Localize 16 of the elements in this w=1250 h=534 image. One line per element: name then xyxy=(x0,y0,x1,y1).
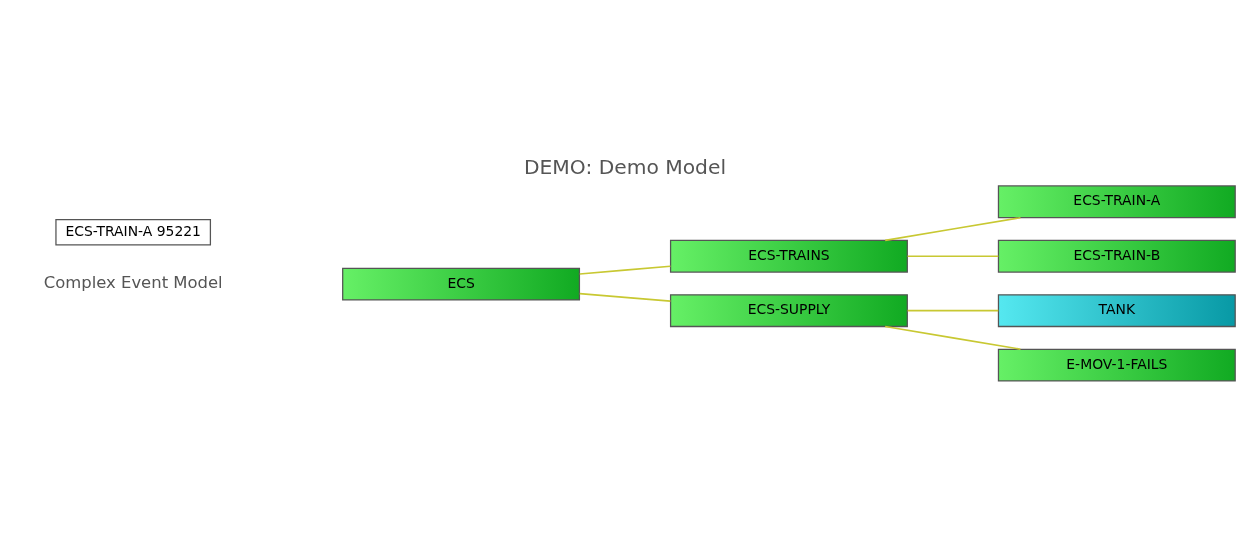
node-box: TANK xyxy=(997,294,1236,328)
node-box: ECS-SUPPLY xyxy=(669,294,908,328)
connector xyxy=(906,309,1000,312)
node-box: E-MOV-1-FAILS xyxy=(997,348,1236,382)
node-box: ECS-TRAIN-A xyxy=(997,185,1236,219)
connector xyxy=(578,292,672,302)
node-box: ECS xyxy=(342,267,581,301)
connector xyxy=(578,265,672,275)
node-box: ECS-TRAINS xyxy=(669,239,908,273)
connector xyxy=(906,255,1000,258)
label: Complex Event Model xyxy=(43,273,223,293)
connector xyxy=(884,325,1022,351)
node-box: ECS-TRAIN-B xyxy=(997,239,1236,273)
diagram-title: DEMO: Demo Model xyxy=(523,155,727,180)
label: ECS-TRAIN-A 95221 xyxy=(65,222,201,239)
connector xyxy=(884,216,1022,242)
